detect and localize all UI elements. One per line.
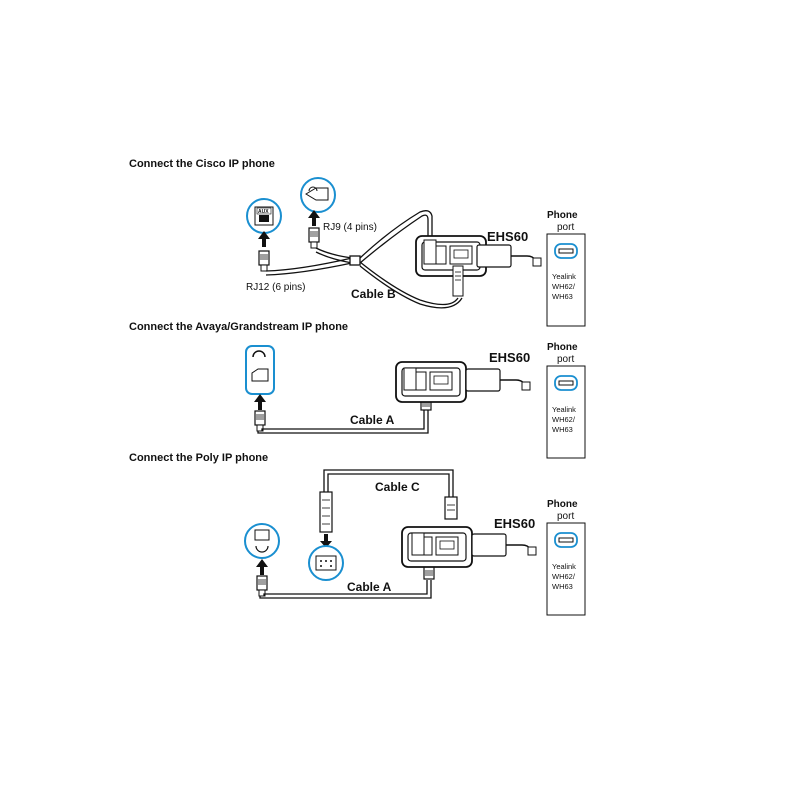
usb-adapter <box>465 368 531 392</box>
rj9-label: RJ9 (4 pins) <box>323 222 377 233</box>
rj-plug-icon <box>254 410 266 432</box>
rj-plug-icon <box>256 575 268 597</box>
yealink-line: WH62/ <box>552 415 576 424</box>
ehs60-label: EHS60 <box>487 229 528 244</box>
cable-a <box>257 410 429 434</box>
phone-label: Phone <box>547 499 578 510</box>
cable-a-label: Cable A <box>350 413 395 427</box>
arrow-down-icon <box>320 534 332 548</box>
section-title-cisco: Connect the Cisco IP phone <box>129 158 275 170</box>
phone-label: Phone <box>547 210 578 221</box>
yealink-line: Yealink <box>552 562 576 571</box>
headset-port-icon <box>300 177 336 213</box>
yealink-line: Yealink <box>552 405 576 414</box>
ehs60-label: EHS60 <box>494 516 535 531</box>
port-label: port <box>557 222 574 233</box>
cable-b-label: Cable B <box>351 287 396 301</box>
port-label: port <box>557 511 574 522</box>
section-title-avaya: Connect the Avaya/Grandstream IP phone <box>129 321 348 333</box>
arrow-up-icon <box>256 559 268 575</box>
yealink-line: WH62/ <box>552 572 576 581</box>
cable-a-label: Cable A <box>347 580 392 594</box>
yealink-line: WH63 <box>552 425 573 434</box>
rj9-plug-icon <box>308 227 320 249</box>
yealink-line: WH62/ <box>552 282 576 291</box>
yealink-line: WH63 <box>552 582 573 591</box>
yealink-line: WH63 <box>552 292 573 301</box>
cable-a <box>259 580 432 599</box>
ehs60-label: EHS60 <box>489 350 530 365</box>
aux-label: AUX <box>258 209 269 215</box>
cable-b <box>265 210 463 309</box>
yealink-line: Yealink <box>552 272 576 281</box>
rj12-label: RJ12 (6 pins) <box>246 282 305 293</box>
long-plug-icon <box>319 491 333 533</box>
headset-port-icon <box>244 523 280 559</box>
cable-c <box>323 469 454 497</box>
arrow-up-icon <box>254 394 266 410</box>
usb-adapter <box>471 533 537 557</box>
headset-port-icon <box>245 345 275 395</box>
rj12-plug-icon <box>258 250 270 272</box>
phone-label: Phone <box>547 342 578 353</box>
usb-adapter <box>476 244 542 268</box>
rj-plug-icon <box>444 496 458 520</box>
aux-port-icon: AUX <box>246 198 282 234</box>
section-title-poly: Connect the Poly IP phone <box>129 452 268 464</box>
port-label: port <box>557 354 574 365</box>
cable-c-label: Cable C <box>375 480 420 494</box>
handset-port-icon <box>308 545 344 581</box>
